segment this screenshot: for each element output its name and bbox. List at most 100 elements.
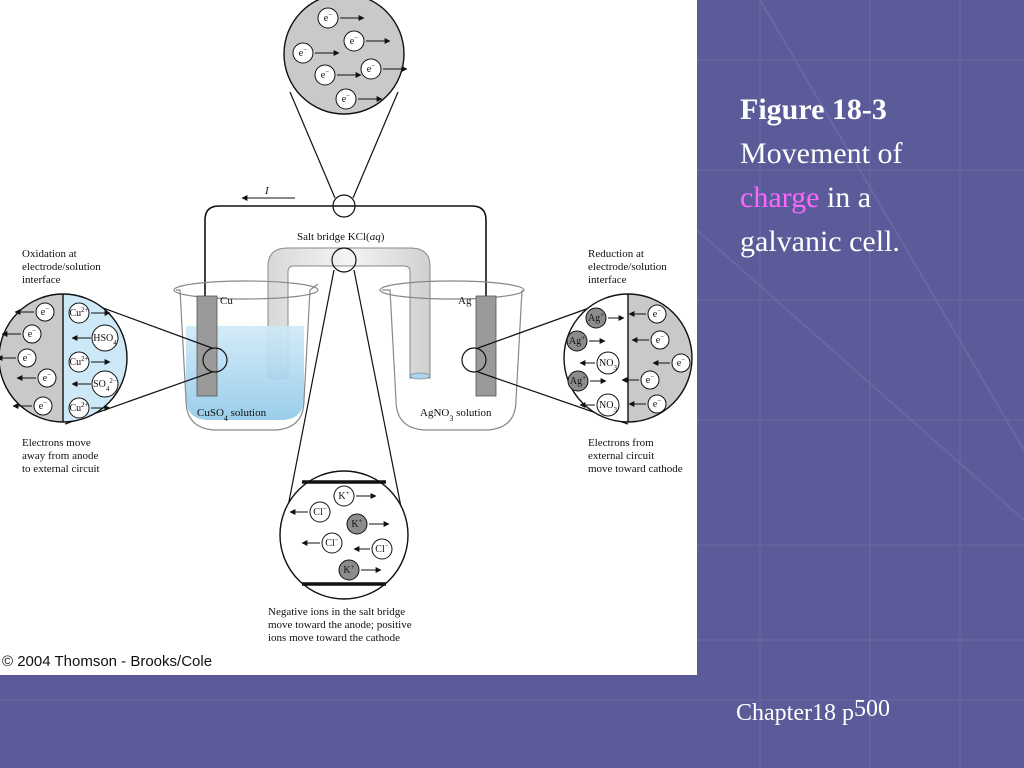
galvanic-cell-diagram: I Salt bridge KCl(aq) Cu CuSO4 solution … <box>0 0 693 644</box>
svg-text:e−: e− <box>367 62 375 75</box>
svg-text:K+: K+ <box>338 489 349 502</box>
svg-text:electrode/solution: electrode/solution <box>22 261 101 273</box>
nitrate-ion: NO3 <box>579 351 620 375</box>
silver-ion: Ag+ <box>585 307 625 329</box>
right-top-note: Reduction at electrode/solution interfac… <box>588 248 667 286</box>
cathode-solution-label: AgNO3 solution <box>420 407 492 423</box>
left-bottom-note: Electrons move away from anode to extern… <box>22 437 100 475</box>
svg-text:K+: K+ <box>351 517 362 530</box>
electron-anode: e− <box>14 302 55 322</box>
right-bottom-note: Electrons from external circuit move tow… <box>588 437 683 475</box>
svg-text:e−: e− <box>646 373 654 386</box>
svg-text:Electrons from: Electrons from <box>588 437 654 449</box>
galvanic-cell-figure: I Salt bridge KCl(aq) Cu CuSO4 solution … <box>0 0 697 675</box>
electron-anode: e− <box>12 396 53 416</box>
svg-text:Ag+: Ag+ <box>588 311 604 324</box>
svg-text:interface: interface <box>22 274 61 286</box>
svg-text:to external circuit: to external circuit <box>22 463 100 475</box>
svg-text:Reduction at: Reduction at <box>588 248 644 260</box>
left-top-note: Oxidation at electrode/solution interfac… <box>22 248 101 286</box>
silver-ion: Ag+ <box>567 370 607 392</box>
svg-text:Cu2+: Cu2+ <box>69 355 88 368</box>
svg-text:Cl−: Cl− <box>313 505 326 518</box>
svg-text:Ag+: Ag+ <box>569 334 585 347</box>
figure-caption: Figure 18-3 Movement of charge in a galv… <box>740 88 1010 264</box>
anode-beaker: Cu CuSO4 solution <box>173 280 319 431</box>
svg-text:SO42−: SO42− <box>93 377 117 393</box>
svg-text:move toward cathode: move toward cathode <box>588 463 683 475</box>
anode-metal-label: Cu <box>220 295 233 307</box>
copper-ion: Cu2+ <box>68 302 111 324</box>
figure-title: Figure 18-3 <box>740 93 887 126</box>
svg-text:HSO4: HSO4 <box>93 333 117 347</box>
copper-ion: Cu2+ <box>68 351 111 373</box>
electron-anode: e− <box>16 368 57 388</box>
caption-line-2: in a <box>819 181 872 214</box>
electron-wire: e− <box>314 64 362 86</box>
svg-text:e−: e− <box>28 327 36 340</box>
svg-text:ions move toward the cathode: ions move toward the cathode <box>268 632 400 644</box>
caption-line-1: Movement of <box>740 137 903 170</box>
wire-zoom-circle <box>283 0 405 115</box>
caption-highlight: charge <box>740 181 820 214</box>
potassium-ion: K+ <box>346 513 390 535</box>
electron-wire: e− <box>335 88 383 110</box>
salt-bridge-note: Negative ions in the salt bridge move to… <box>268 606 412 644</box>
electron-wire: e− <box>343 30 391 52</box>
svg-text:K+: K+ <box>343 563 354 576</box>
svg-text:NO3: NO3 <box>599 358 617 372</box>
footer-chapter: Chapter18 p <box>736 700 854 726</box>
svg-text:Ag+: Ag+ <box>570 374 586 387</box>
svg-text:e−: e− <box>23 351 31 364</box>
chloride-ion: Cl− <box>301 532 343 554</box>
electron-cathode: e− <box>628 394 667 414</box>
electron-cathode: e− <box>621 370 660 390</box>
electron-anode: e− <box>0 348 37 368</box>
electron-anode: e− <box>1 324 42 344</box>
svg-text:e−: e− <box>321 68 329 81</box>
svg-text:move toward the anode; positiv: move toward the anode; positive <box>268 619 412 631</box>
nitrate-ion: NO3 <box>579 393 620 417</box>
potassium-ion: K+ <box>333 485 377 507</box>
svg-text:e−: e− <box>342 92 350 105</box>
svg-text:Cu2+: Cu2+ <box>69 401 88 414</box>
ion-markers: e−e−e−e−e−e−e−e−e−e−e−Cu2+HSO4Cu2+SO42−C… <box>0 7 691 581</box>
external-circuit-wire <box>204 205 487 300</box>
slide-footer: Chapter18 p500 <box>736 696 890 727</box>
svg-text:e−: e− <box>41 305 49 318</box>
potassium-ion: K+ <box>338 559 382 581</box>
svg-text:e−: e− <box>324 11 332 24</box>
electron-cathode: e− <box>631 330 670 350</box>
caption-line-3: galvanic cell. <box>740 225 900 258</box>
svg-text:NO3: NO3 <box>599 400 617 414</box>
svg-text:e−: e− <box>43 371 51 384</box>
svg-text:e−: e− <box>653 397 661 410</box>
svg-text:e−: e− <box>653 307 661 320</box>
zoom-connectors <box>64 91 629 523</box>
chloride-ion: Cl− <box>289 501 331 523</box>
svg-text:interface: interface <box>588 274 627 286</box>
svg-text:Negative ions in the salt brid: Negative ions in the salt bridge <box>268 606 405 618</box>
svg-text:e−: e− <box>350 34 358 47</box>
electron-cathode: e− <box>652 353 691 373</box>
copyright-notice: © 2004 Thomson - Brooks/Cole <box>2 653 213 670</box>
copper-ion: Cu2+ <box>68 397 111 419</box>
svg-text:Electrons move: Electrons move <box>22 437 91 449</box>
svg-text:electrode/solution: electrode/solution <box>588 261 667 273</box>
electron-cathode: e− <box>628 304 667 324</box>
chloride-ion: Cl− <box>353 538 393 560</box>
sulfate-ion: SO42− <box>71 370 119 398</box>
salt-bridge-label: Salt bridge KCl(aq) <box>297 231 385 243</box>
anode-solution-label: CuSO4 solution <box>197 407 267 423</box>
cathode-beaker: Ag AgNO3 solution <box>379 280 525 431</box>
svg-text:e−: e− <box>39 399 47 412</box>
silver-ion: Ag+ <box>566 330 606 352</box>
footer-page-number: 500 <box>853 696 890 722</box>
svg-text:Cl−: Cl− <box>375 542 388 555</box>
electron-wire: e− <box>360 58 408 80</box>
cathode-metal-label: Ag <box>458 295 472 307</box>
electron-wire: e− <box>292 42 340 64</box>
svg-text:e−: e− <box>677 356 685 369</box>
svg-text:Cl−: Cl− <box>325 536 338 549</box>
cathode-zoom-circle <box>563 293 693 423</box>
